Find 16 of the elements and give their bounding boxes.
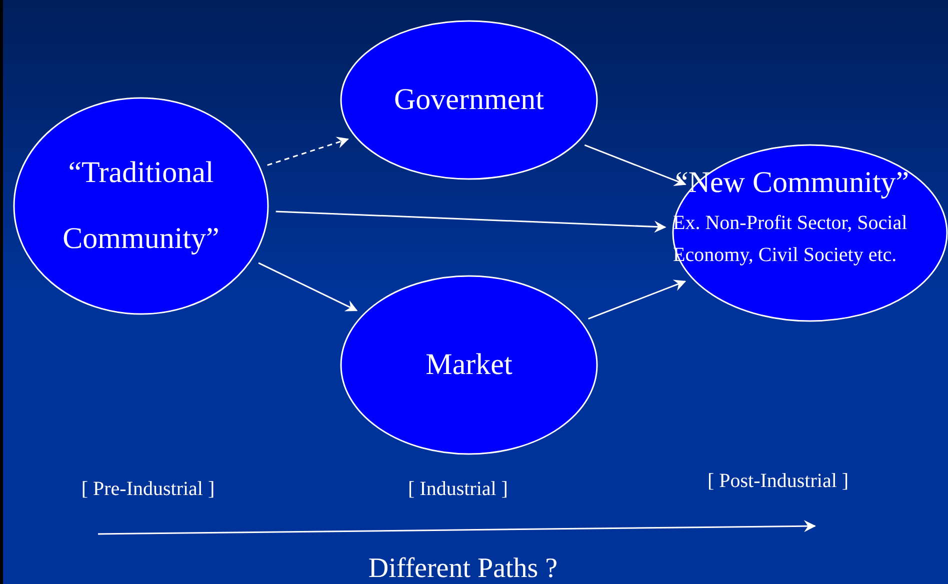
arrow [584,144,686,186]
arrow [588,280,686,320]
stage-label: [ Pre-Industrial ] [80,477,216,502]
stage-label: [ Industrial ] [407,477,509,502]
node-label: “Traditional Community” [62,155,220,257]
node-label: Market [426,347,512,383]
arrow [258,262,358,312]
ellipse-node [13,97,269,315]
node-label: Government [394,82,544,118]
ellipse-node [340,275,598,455]
ellipse-node [672,144,948,322]
arrow [267,136,349,166]
arrow [276,210,666,233]
ellipse-node [340,20,598,180]
caption-text: Different Paths ? [367,552,559,584]
stage-label: [ Post-Industrial ] [706,469,850,494]
